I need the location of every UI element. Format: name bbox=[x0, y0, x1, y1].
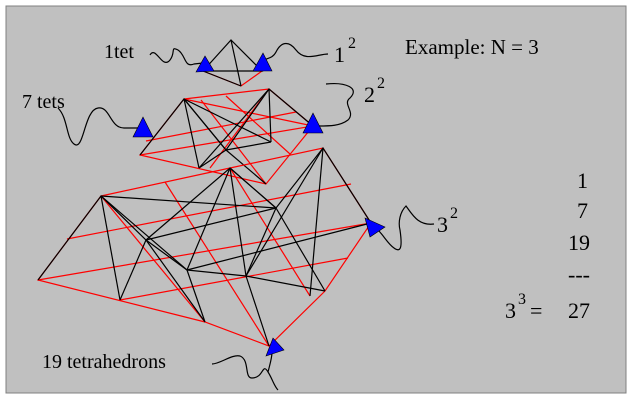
label-19-tetrahedrons: 19 tetrahedrons bbox=[42, 351, 166, 373]
sum-lhs-base: 3 bbox=[505, 298, 516, 323]
sum-rule: --- bbox=[568, 262, 590, 287]
label-7-tets: 7 tets bbox=[22, 91, 65, 113]
label-2-squared-exp: 2 bbox=[377, 75, 385, 92]
label-1-squared-exp: 2 bbox=[348, 35, 356, 52]
label-3-squared-base: 3 bbox=[437, 212, 448, 237]
label-3-squared-exp: 2 bbox=[450, 205, 458, 222]
label-example: Example: N = 3 bbox=[405, 35, 539, 59]
sum-equals: = bbox=[530, 298, 542, 323]
sum-term-2: 7 bbox=[577, 198, 588, 223]
sum-term-3: 19 bbox=[568, 230, 590, 255]
sum-lhs-exp: 3 bbox=[518, 291, 526, 308]
sum-total: 27 bbox=[568, 298, 590, 323]
label-2-squared-base: 2 bbox=[364, 82, 375, 107]
label-1tet: 1tet bbox=[104, 41, 134, 63]
label-1-squared-base: 1 bbox=[334, 42, 345, 67]
sum-term-1: 1 bbox=[577, 168, 588, 193]
